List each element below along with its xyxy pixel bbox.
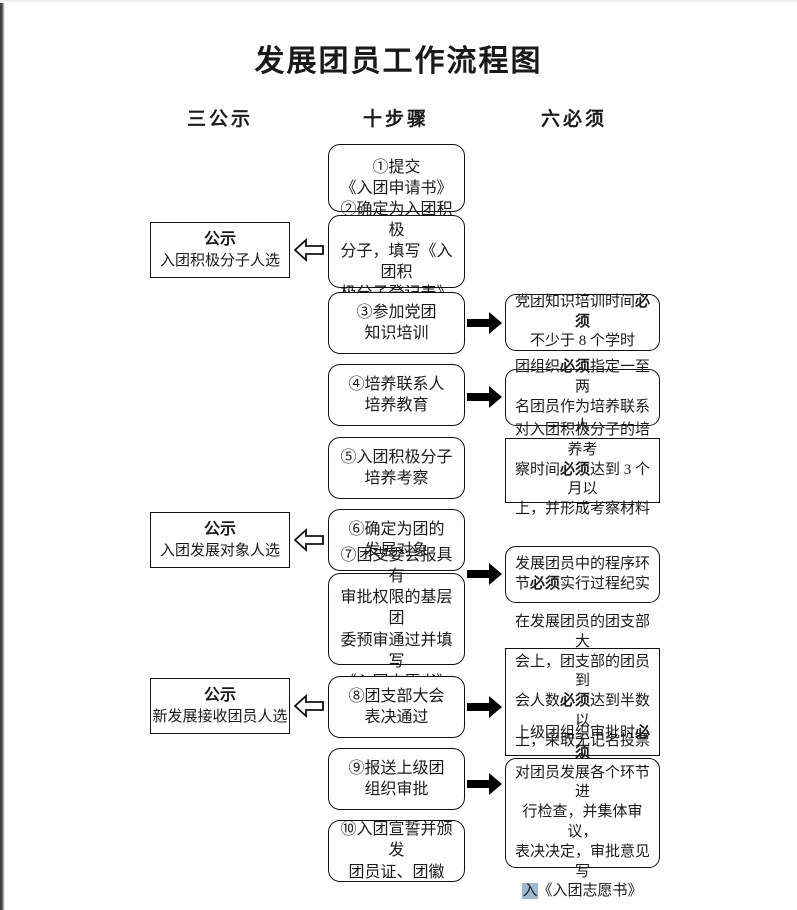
public-notice-heading: 公示: [203, 686, 236, 704]
step-line: ③参加党团: [356, 303, 437, 321]
column-header-left: 三公示: [186, 109, 253, 130]
public-notice-text: 入团发展对象人选: [159, 542, 280, 559]
solid-right-arrow-icon-5: [467, 695, 503, 719]
step-line: 委预审通过并填写: [340, 631, 453, 670]
public-notice-text: 入团积极分子人选: [159, 252, 280, 269]
step-box-4: ④培养联系人 培养教育: [328, 364, 465, 426]
step-line: 发展对象: [364, 542, 429, 559]
step-box-5: ⑤入团积极分子 培养考察: [328, 437, 465, 499]
public-notice-box-2: 公示 入团发展对象人选: [150, 512, 290, 568]
requirement-box-6: 上级团组织审批时必须对团员发展各个环节进行检查，并集体审议，表决决定，审批意见写…: [505, 725, 660, 900]
public-notice-heading: 公示: [203, 520, 236, 538]
step-line: 培养教育: [364, 397, 429, 414]
public-notice-text: 新发展接收团员人选: [152, 708, 288, 725]
requirement-text: 发展团员中的程序环节必须实行过程纪实: [514, 555, 651, 592]
column-header-center: 十步骤: [362, 109, 429, 130]
public-notice-box-3: 公示 新发展接收团员人选: [150, 678, 290, 734]
requirement-box-3: 对入团积极分子的培养考察时间必须达到 3 个月以上，并形成考察材料: [505, 422, 660, 517]
step-box-6: ⑥确定为团的 发展对象: [328, 509, 465, 571]
column-header-right: 六必须: [540, 109, 607, 130]
step-box-3: ③参加党团 知识培训: [328, 292, 465, 354]
solid-right-arrow-icon-6: [467, 772, 503, 796]
step-box-2: ②确定为入团积极 分子，填写《入团积 极分子登记表》: [328, 201, 465, 302]
solid-right-arrow-icon-4: [467, 562, 503, 586]
step-line: 培养考察: [364, 470, 429, 487]
hollow-left-arrow-icon-2: [294, 527, 324, 553]
step-line: ⑦团支委会报具有: [340, 547, 453, 586]
step-line: 《入团申请书》: [340, 180, 453, 197]
step-line: 组织审批: [364, 781, 429, 798]
step-line: 分子，填写《入团积: [340, 242, 453, 282]
step-box-9: ⑨报送上级团 组织审批: [328, 748, 465, 810]
requirement-box-2: 团组织必须指定一至两名团员作为培养联系人: [505, 359, 660, 434]
step-line: ⑤入团积极分子: [340, 448, 453, 466]
requirement-box-1: 党团知识培训时间必须不少于 8 个学时: [505, 294, 660, 351]
step-line: 审批权限的基层团: [340, 589, 453, 628]
step-line: ②确定为入团积极: [340, 200, 453, 239]
step-box-8: ⑧团支部大会 表决通过: [328, 676, 465, 738]
step-line: ⑩入团宣誓并颁发: [340, 821, 453, 860]
solid-right-arrow-icon-1: [467, 311, 503, 335]
hollow-left-arrow-icon-3: [294, 693, 324, 719]
step-box-1: ①提交 《入团申请书》: [328, 144, 465, 212]
requirement-text: 上级团组织审批时必须对团员发展各个环节进行检查，并集体审议，表决决定，审批意见写…: [514, 724, 651, 900]
requirement-text: 党团知识培训时间必须不少于 8 个学时: [514, 293, 651, 350]
step-line: ⑧团支部大会: [348, 687, 445, 705]
step-line: 团员证、团徽: [348, 863, 445, 881]
solid-right-arrow-icon-2: [467, 385, 503, 409]
step-box-10: ⑩入团宣誓并颁发 团员证、团徽: [328, 820, 465, 882]
requirement-text: 团组织必须指定一至两名团员作为培养联系人: [514, 358, 651, 435]
step-line: ④培养联系人: [348, 375, 445, 393]
step-line: 知识培训: [364, 325, 429, 342]
public-notice-box-1: 公示 入团积极分子人选: [150, 222, 290, 278]
public-notice-heading: 公示: [203, 230, 236, 248]
hollow-left-arrow-icon-1: [294, 237, 324, 263]
page-top-edge-artifact: [0, 0, 797, 3]
requirement-text: 对入团积极分子的培养考察时间必须达到 3 个月以上，并形成考察材料: [514, 422, 651, 518]
step-line: ⑥确定为团的: [348, 520, 445, 538]
requirement-box-4: 发展团员中的程序环节必须实行过程纪实: [505, 546, 660, 603]
step-box-7: ⑦团支委会报具有 审批权限的基层团 委预审通过并填写 《入团志愿书》: [328, 547, 465, 691]
step-line: 表决通过: [364, 709, 429, 726]
step-line: ①提交: [372, 158, 421, 176]
step-line: ⑨报送上级团: [348, 759, 445, 777]
page-left-edge-artifact: [0, 0, 5, 910]
page-title: 发展团员工作流程图: [254, 45, 543, 78]
